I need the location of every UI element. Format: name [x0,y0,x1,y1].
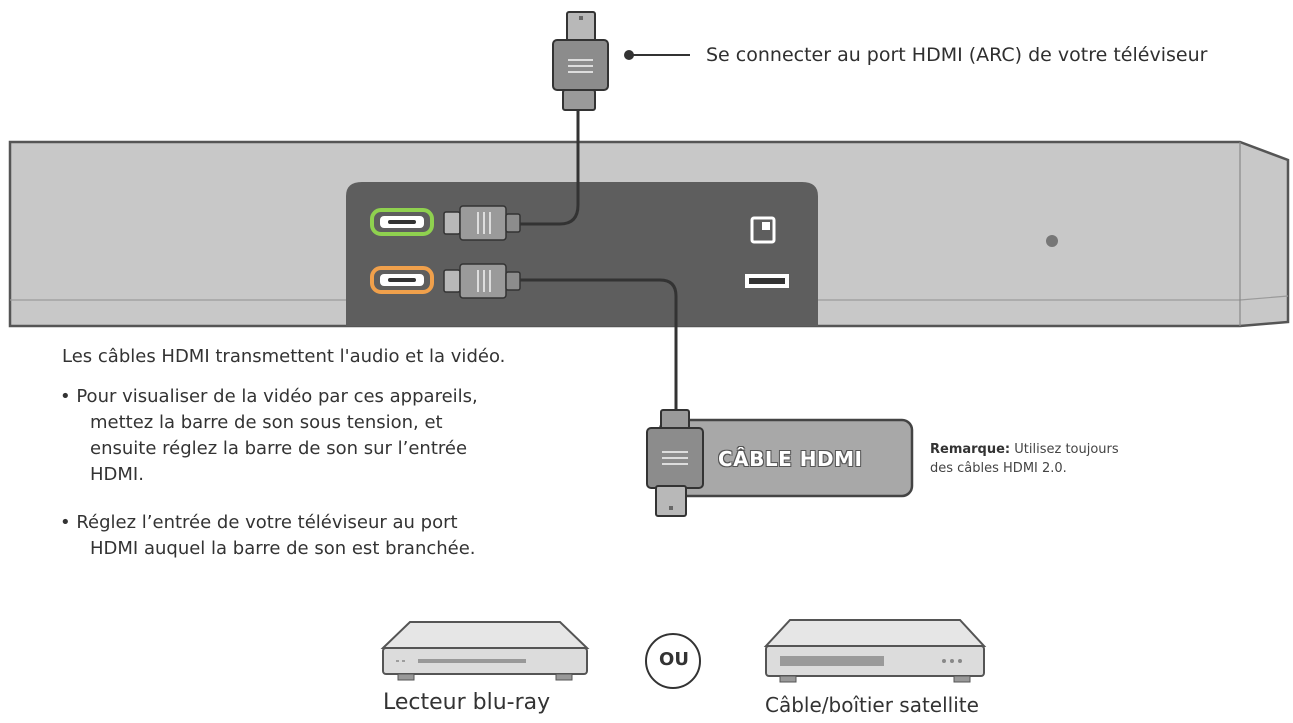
hdmi-connector-icon [552,11,609,111]
bluray-player-icon [380,621,590,681]
hdmi-in-port-icon [370,266,434,294]
instruction-bullet-tv-input: • Réglez l’entrée de votre téléviseur au… [60,510,476,562]
intro-text: Les câbles HDMI transmettent l'audio et … [62,346,506,367]
bullet-line: ensuite réglez la barre de son sur l’ent… [90,438,468,459]
or-separator [645,633,701,689]
power-led-icon [1046,235,1058,247]
bullet-line: • Réglez l’entrée de votre téléviseur au… [60,512,458,533]
note-text-line1: Utilisez toujours [1010,442,1119,457]
or-separator-label: OU [659,649,689,670]
hdmi-arc-callout-label: Se connecter au port HDMI (ARC) de votre… [706,44,1208,66]
note-text-line2: des câbles HDMI 2.0. [930,461,1067,476]
bullet-line: mettez la barre de son sous tension, et [90,412,443,433]
hdmi-cable-label: CÂBLE HDMI [718,447,863,471]
satellite-box-label: Câble/boîtier satellite [765,693,979,717]
bullet-line: HDMI auquel la barre de son est branchée… [90,538,476,559]
note: Remarque: Utilisez toujours des câbles H… [930,440,1119,478]
bluray-player-label: Lecteur blu-ray [383,690,551,715]
bullet-line: HDMI. [90,464,144,485]
usb-port-icon [745,274,789,288]
instruction-bullet-video: • Pour visualiser de la vidéo par ces ap… [60,384,478,488]
input-cable [520,278,678,410]
hdmi-arc-port-icon [370,208,434,236]
note-label: Remarque: [930,442,1011,457]
satellite-box-icon [763,619,987,683]
arc-callout [624,50,690,60]
bullet-line: • Pour visualiser de la vidéo par ces ap… [60,386,478,407]
hdmi-connector-icon [646,409,704,517]
hdmi-connector-icon [443,205,521,241]
port-panel [346,182,818,326]
ethernet-port-icon [750,216,776,244]
arc-cable [520,108,580,226]
hdmi-connector-icon [443,263,521,299]
